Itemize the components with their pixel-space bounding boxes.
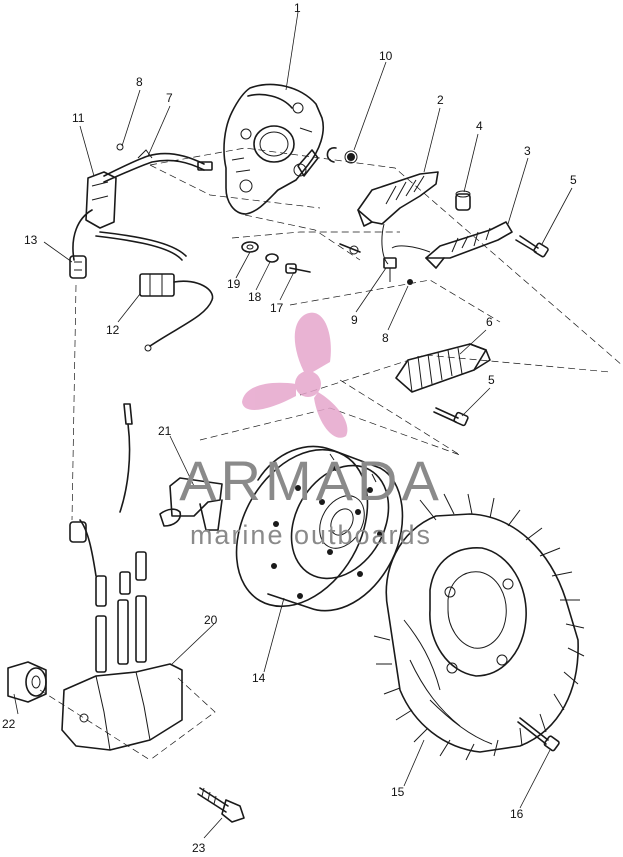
retaining-clip — [326, 147, 358, 164]
callout-1: 1 — [294, 1, 301, 15]
flywheel-fan — [373, 493, 585, 761]
callout-6: 6 — [486, 315, 493, 329]
callout-7: 7 — [166, 91, 173, 105]
callout-11: 11 — [72, 111, 85, 125]
rectifier — [395, 343, 491, 393]
callout-20: 20 — [204, 613, 218, 627]
fan-screw — [517, 717, 560, 752]
callout-8-upper: 8 — [136, 75, 143, 89]
armada-logo-watermark: ARMADA marine outboards — [179, 312, 443, 550]
callout-12: 12 — [106, 323, 120, 337]
assembly-guide-lines — [39, 147, 623, 761]
callout-21: 21 — [158, 424, 172, 438]
callout-23: 23 — [192, 841, 206, 855]
callout-leader-lines — [13, 11, 573, 839]
spark-plug-cap — [119, 403, 223, 531]
callout-17: 17 — [270, 301, 284, 315]
grommet — [7, 661, 47, 703]
brand-tagline: marine outboards — [190, 520, 432, 550]
callout-5-lower: 5 — [488, 373, 495, 387]
brand-name: ARMADA — [179, 449, 443, 512]
callout-15: 15 — [391, 785, 405, 799]
callout-9: 9 — [351, 313, 358, 327]
callout-14: 14 — [252, 671, 266, 685]
callout-5-upper: 5 — [570, 173, 577, 187]
callout-22: 22 — [2, 717, 16, 731]
wiring-harness — [69, 209, 214, 352]
sleeve — [455, 190, 471, 211]
washers-and-screw — [241, 241, 361, 274]
flywheel — [235, 445, 404, 612]
callout-2: 2 — [437, 93, 444, 107]
callout-labels: 1 2 3 4 5 5 6 7 8 8 9 10 11 12 13 14 15 … — [2, 1, 577, 855]
callout-4: 4 — [476, 119, 483, 133]
terminal-connector — [383, 257, 413, 285]
screw-upper — [515, 235, 549, 258]
callout-8-lower: 8 — [382, 331, 389, 345]
stator-base-plate — [223, 83, 324, 215]
screw-lower — [433, 407, 469, 427]
callout-3: 3 — [524, 144, 531, 158]
coil-bolt — [197, 787, 245, 823]
callout-19: 19 — [227, 277, 241, 291]
propeller-logo-icon — [242, 312, 348, 438]
callout-18: 18 — [248, 290, 262, 304]
lighting-coil — [391, 221, 513, 269]
charge-coil — [357, 171, 439, 265]
callout-10: 10 — [379, 49, 393, 63]
callout-13: 13 — [24, 233, 38, 247]
cdi-unit — [85, 143, 213, 229]
callout-16: 16 — [510, 807, 524, 821]
ignition-coil — [61, 519, 183, 751]
